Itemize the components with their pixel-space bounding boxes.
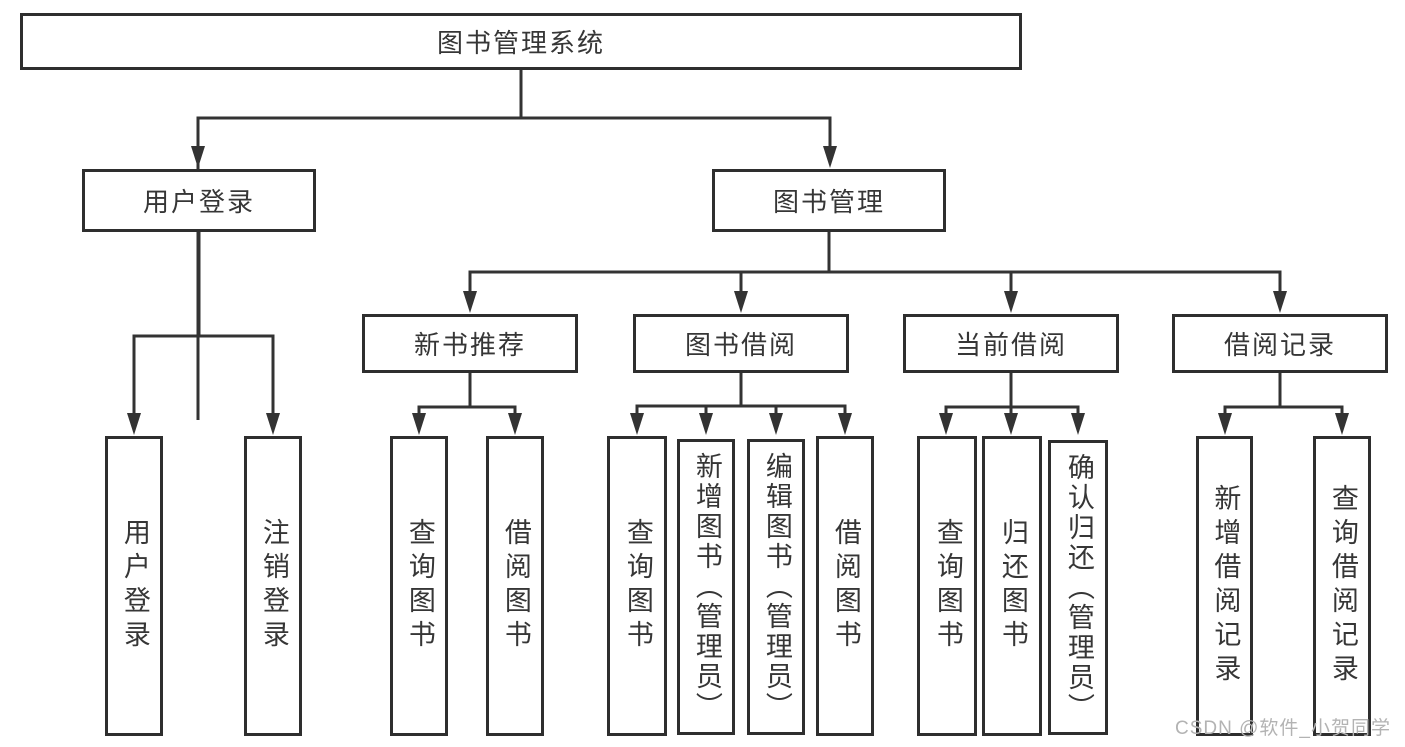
node-label: 新增借阅记录	[1210, 484, 1241, 688]
leaf-borrow-books-recommendation: 借阅图书	[486, 436, 544, 736]
node-book-management: 图书管理	[712, 169, 946, 232]
node-label: 新增图书（管理员）	[691, 452, 722, 722]
leaf-add-books-admin: 新增图书（管理员）	[677, 439, 735, 735]
node-label: 归还图书	[997, 518, 1028, 654]
csdn-watermark: CSDN @软件_小贺同学	[1175, 718, 1391, 739]
node-label: 新书推荐	[413, 330, 526, 360]
node-label: 确认归还（管理员）	[1063, 452, 1094, 723]
node-label: 查询图书	[622, 518, 653, 654]
node-label: 图书管理	[772, 187, 885, 217]
node-label: 查询图书	[932, 518, 963, 654]
leaf-confirm-return-admin: 确认归还（管理员）	[1048, 440, 1108, 735]
leaf-query-books-borrowing: 查询图书	[607, 436, 667, 736]
leaf-return-books: 归还图书	[982, 436, 1042, 736]
leaf-logout: 注销登录	[244, 436, 302, 736]
node-user-login: 用户登录	[82, 169, 316, 232]
node-label: 注销登录	[258, 518, 289, 654]
leaf-user-login: 用户登录	[105, 436, 163, 736]
leaf-query-borrow-record: 查询借阅记录	[1313, 436, 1371, 736]
node-label: 图书管理系统	[436, 28, 605, 58]
node-library-management-system: 图书管理系统	[20, 13, 1022, 70]
node-label: 当前借阅	[954, 330, 1067, 360]
node-label: 借阅记录	[1223, 330, 1336, 360]
node-label: 图书借阅	[684, 330, 797, 360]
leaf-edit-books-admin: 编辑图书（管理员）	[747, 439, 805, 735]
node-label: 用户登录	[119, 518, 150, 654]
leaf-query-books-current: 查询图书	[917, 436, 977, 736]
node-label: 查询图书	[404, 518, 435, 654]
node-label: 编辑图书（管理员）	[761, 452, 792, 722]
node-label: 借阅图书	[500, 518, 531, 654]
leaf-query-books-recommendation: 查询图书	[390, 436, 448, 736]
leaf-borrow-books: 借阅图书	[816, 436, 874, 736]
node-borrowing-records: 借阅记录	[1172, 314, 1388, 373]
leaf-add-borrow-record: 新增借阅记录	[1196, 436, 1253, 736]
node-label: 查询借阅记录	[1327, 484, 1358, 688]
node-current-borrowing: 当前借阅	[903, 314, 1119, 373]
node-label: 借阅图书	[830, 518, 861, 654]
node-new-book-recommendation: 新书推荐	[362, 314, 578, 373]
node-label: 用户登录	[142, 187, 255, 217]
node-book-borrowing: 图书借阅	[633, 314, 849, 373]
